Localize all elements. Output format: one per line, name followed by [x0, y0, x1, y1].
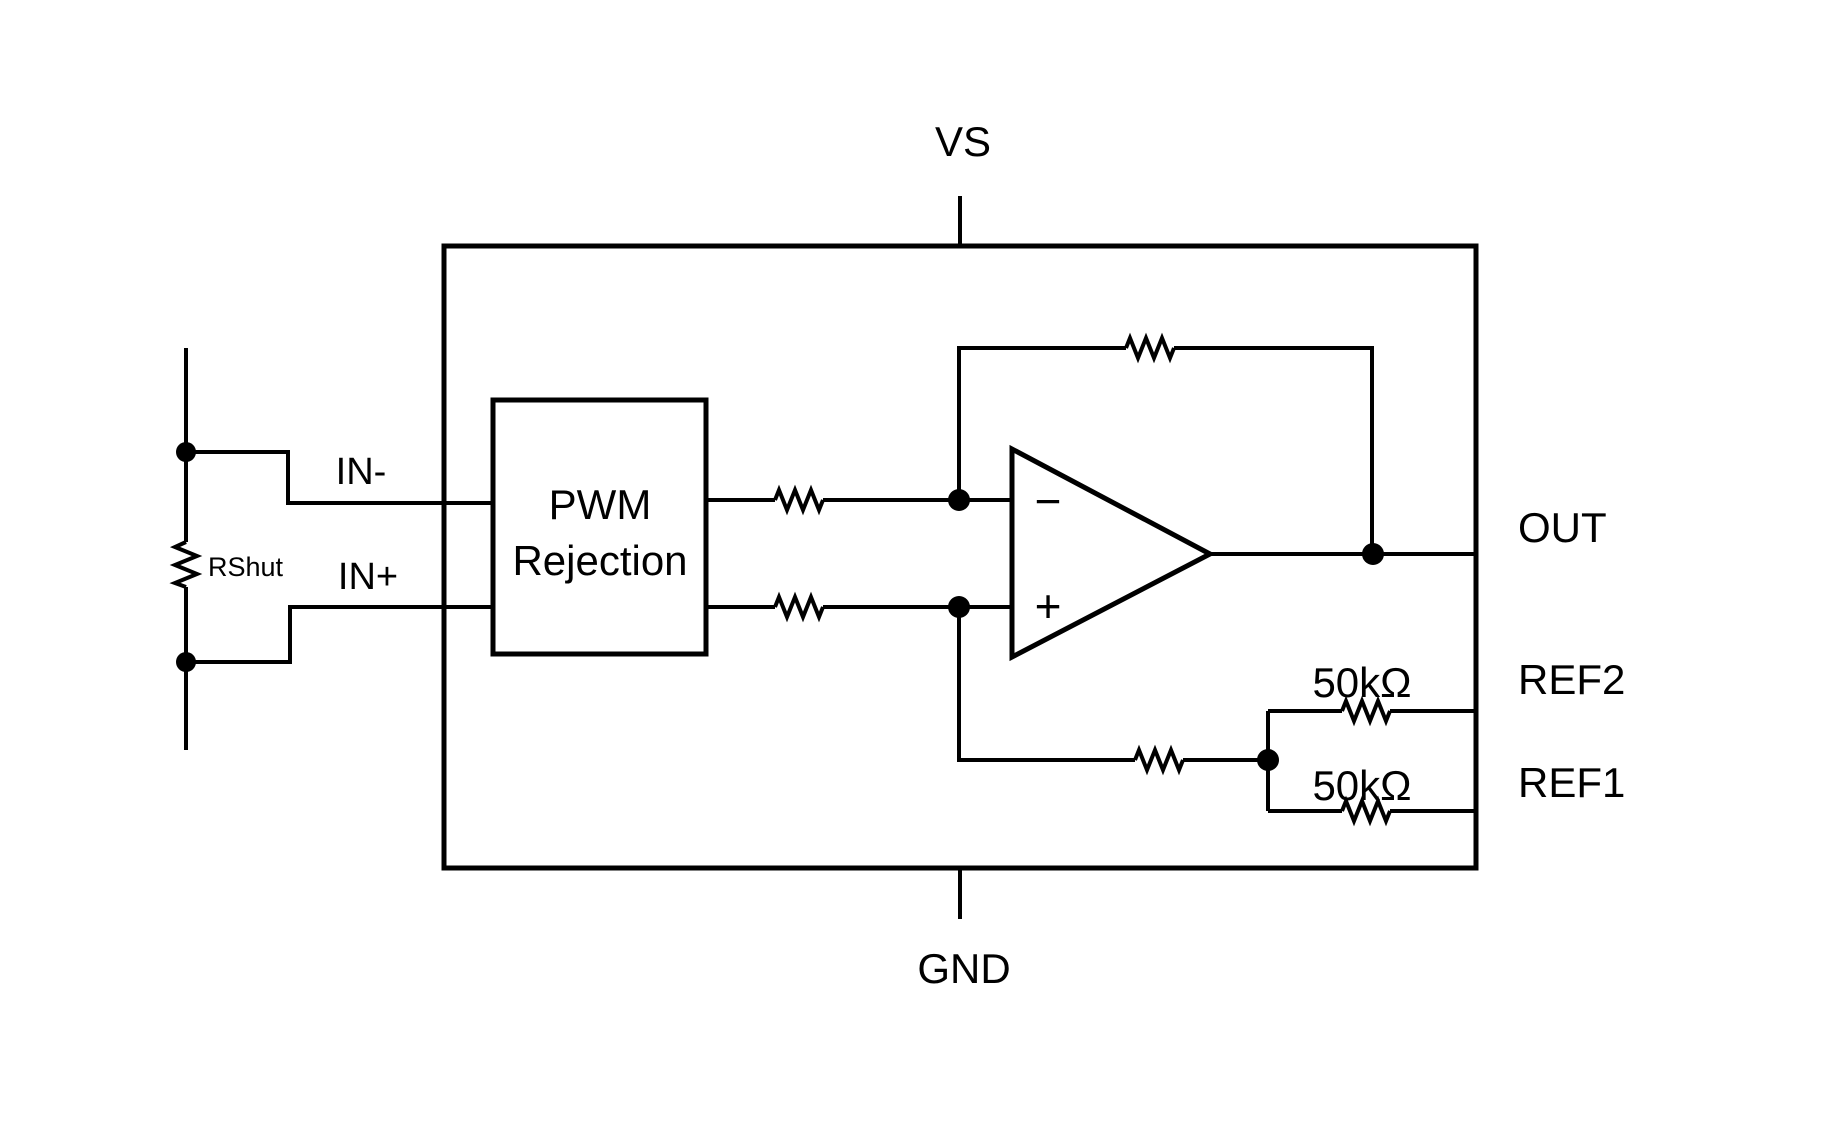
junction-dot-reference [1257, 749, 1279, 771]
feedback-wire [957, 346, 1374, 554]
opamp-inverting-sign: − [1035, 475, 1062, 527]
junction-dot-output [1362, 543, 1384, 565]
ref1-resistor-value: 50kΩ [1312, 762, 1411, 809]
feedback-resistor-icon [1124, 332, 1176, 364]
reference-wire [957, 607, 1268, 762]
junction-dot-minus-input [948, 489, 970, 511]
pwm-block-label-line1: PWM [549, 481, 652, 528]
opamp-noninverting-sign: + [1035, 580, 1062, 632]
ref2-resistor-icon [1340, 695, 1392, 727]
opamp-triangle [1009, 444, 1216, 662]
junction-dot-plus-input [948, 596, 970, 618]
in-minus-wire [186, 450, 493, 505]
ref1-resistor-icon [1340, 795, 1392, 827]
ref2-resistor-value: 50kΩ [1312, 659, 1411, 706]
gnd-label: GND [917, 945, 1010, 992]
out-label: OUT [1518, 504, 1607, 551]
vs-label: VS [935, 118, 991, 165]
in-plus-label: IN+ [338, 556, 398, 598]
reference-resistor-icon [1133, 744, 1185, 776]
in-minus-label: IN- [336, 451, 387, 493]
plus-input-resistor-icon [773, 591, 825, 623]
shunt-resistor-label: RShut [208, 552, 284, 582]
junction-dot-shunt-top [176, 442, 196, 462]
ref2-label: REF2 [1518, 656, 1625, 703]
ic-boundary-box [441, 243, 1479, 871]
junction-dot-shunt-bottom [176, 652, 196, 672]
ref1-label: REF1 [1518, 759, 1625, 806]
minus-input-resistor-icon [773, 484, 825, 516]
pwm-block-label-line2: Rejection [512, 537, 687, 584]
pwm-rejection-box [490, 397, 709, 657]
shunt-resistor-icon [169, 540, 203, 589]
in-plus-wire [186, 605, 493, 664]
